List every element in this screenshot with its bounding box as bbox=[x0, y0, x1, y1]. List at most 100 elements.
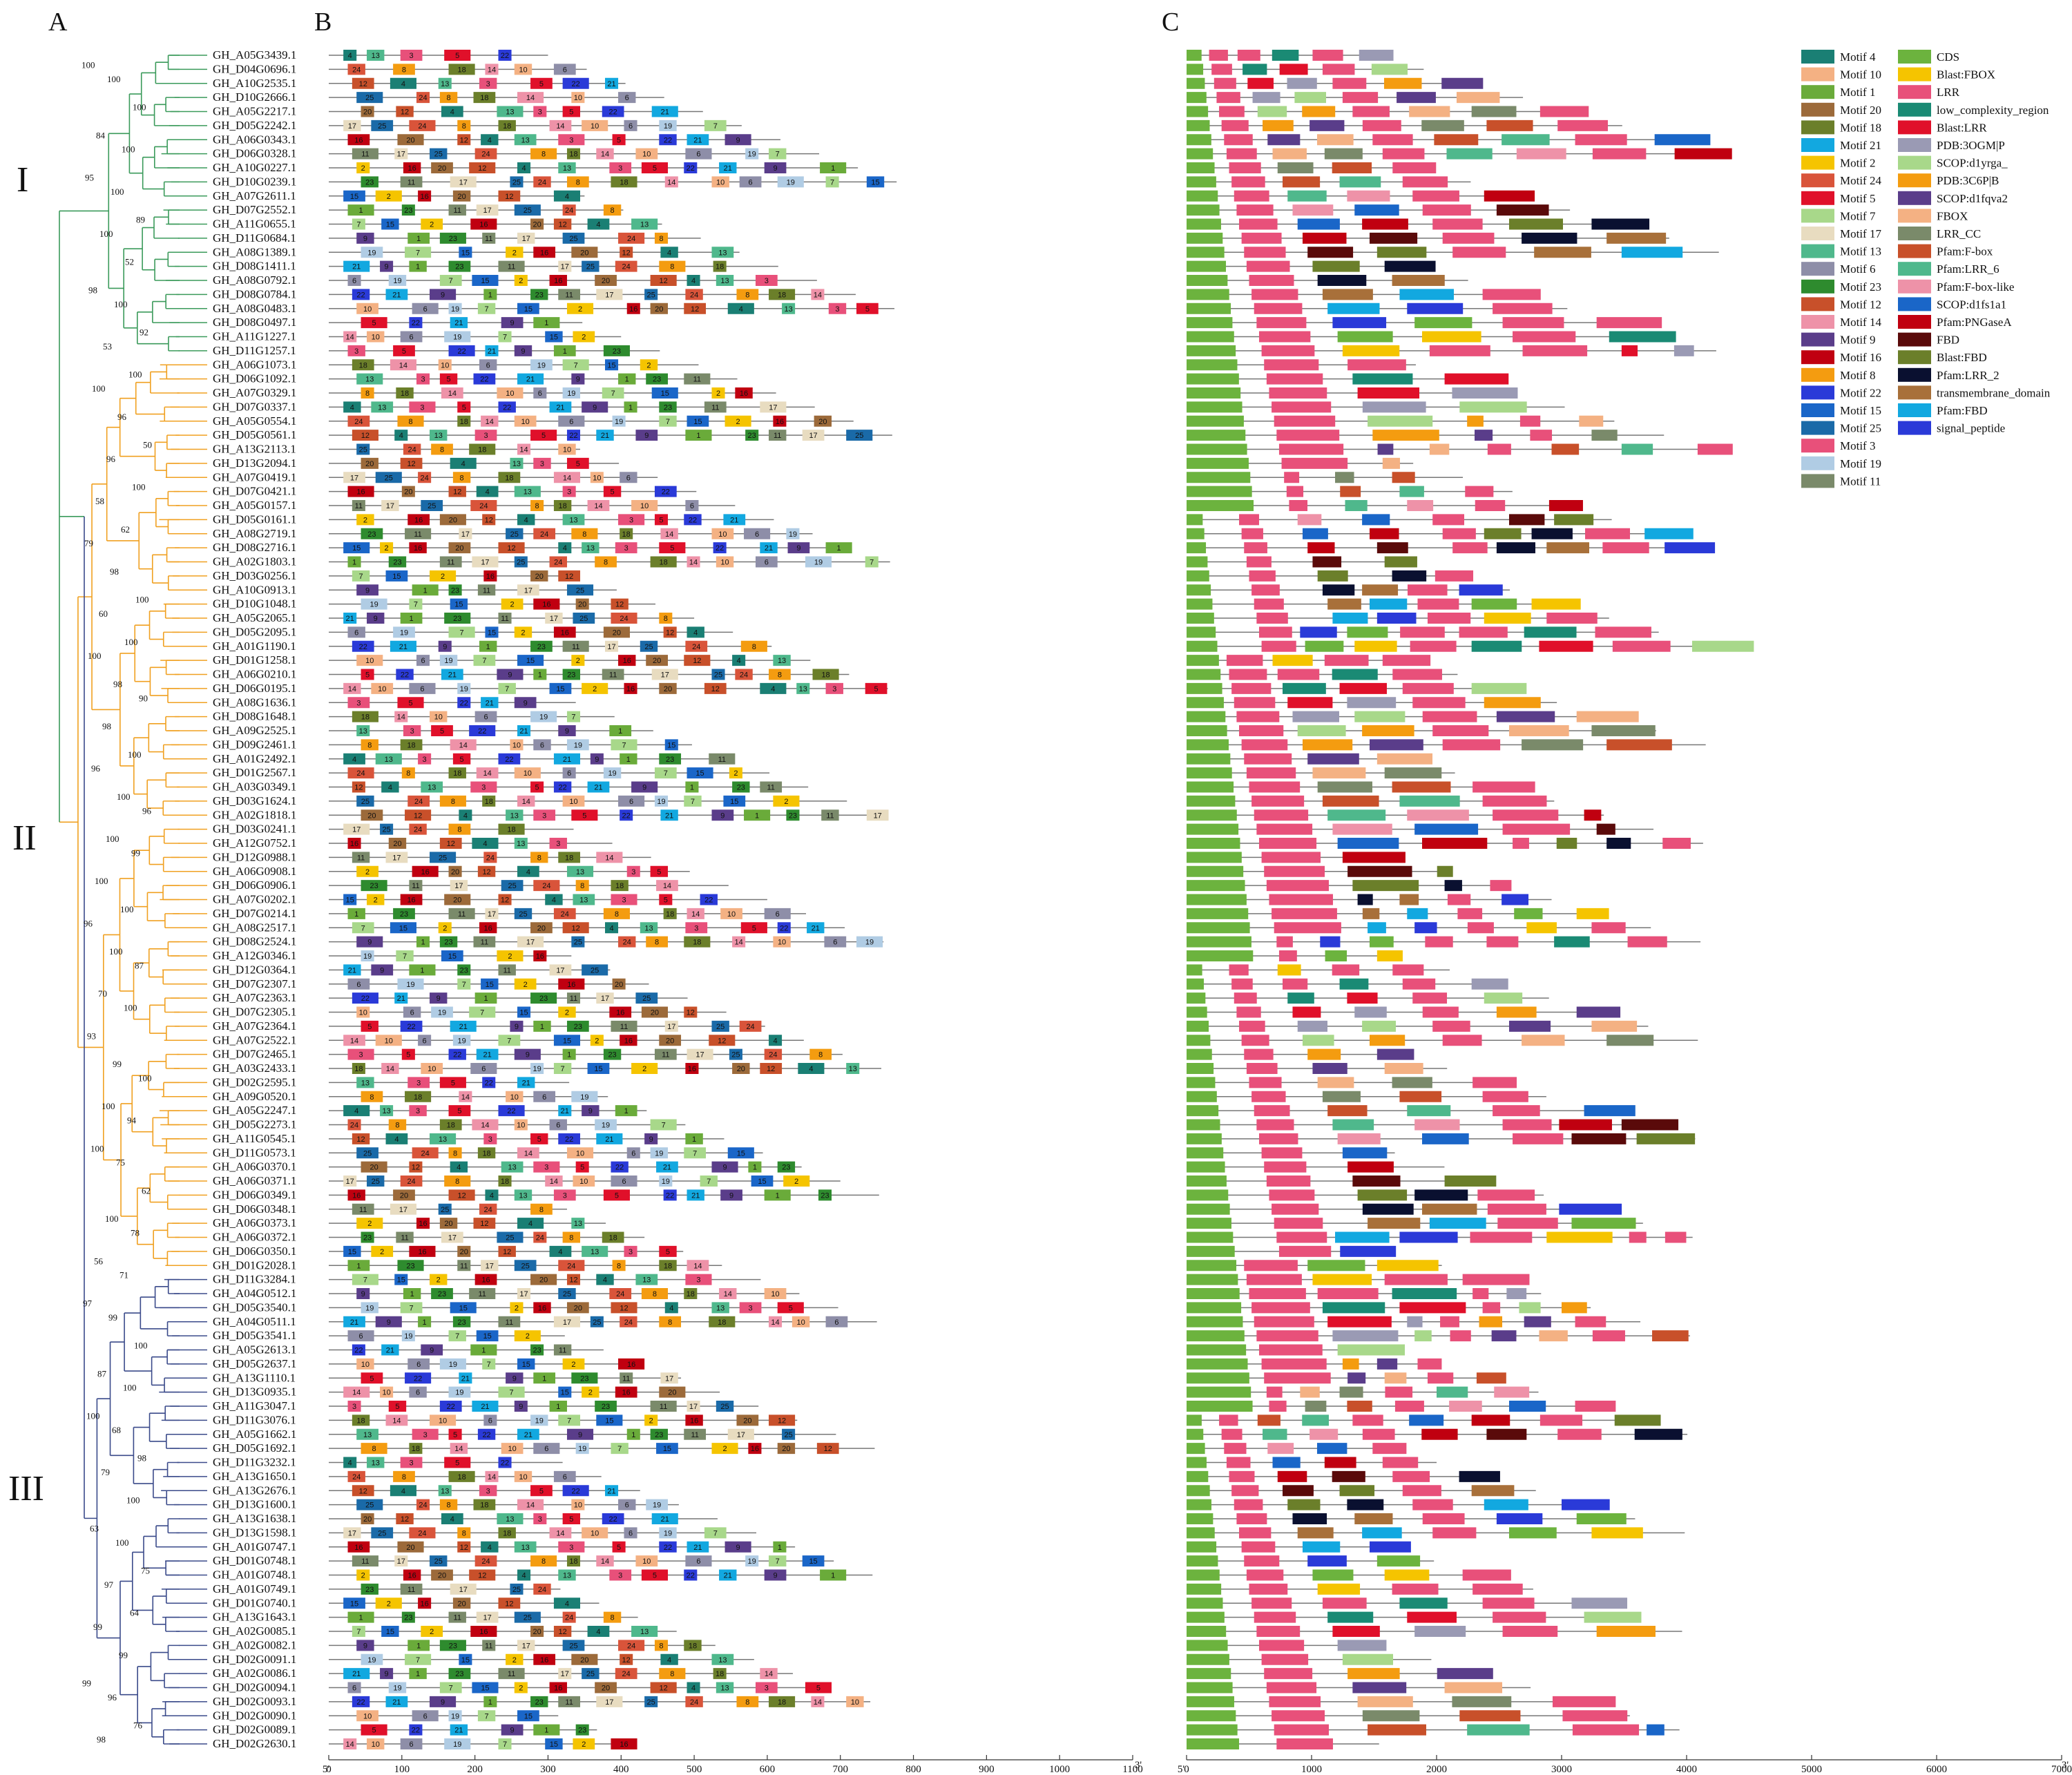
structure-segment bbox=[1402, 176, 1448, 188]
motif-number: 3 bbox=[629, 1248, 633, 1256]
motif-number: 16 bbox=[407, 896, 415, 905]
gene-label: GH_D03G1624.1 bbox=[213, 794, 296, 807]
motif-number: 9 bbox=[524, 699, 528, 707]
structure-segment bbox=[1239, 1020, 1265, 1032]
motif-number: 3 bbox=[410, 1459, 414, 1468]
legend-label: FBOX bbox=[1937, 209, 1968, 222]
structure-segment bbox=[1187, 528, 1205, 539]
motif-number: 21 bbox=[724, 1572, 732, 1580]
structure-segment bbox=[1522, 232, 1577, 244]
motif-number: 9 bbox=[642, 784, 646, 792]
motif-number: 22 bbox=[447, 1403, 455, 1411]
structure-segment bbox=[1562, 1302, 1587, 1314]
motif-number: 22 bbox=[414, 1374, 422, 1383]
motif-number: 23 bbox=[535, 1698, 544, 1707]
motif-number: 4 bbox=[667, 249, 671, 257]
structure-segment bbox=[1339, 1386, 1363, 1398]
motif-number: 20 bbox=[580, 249, 588, 257]
structure-segment bbox=[1612, 640, 1671, 652]
structure-segment bbox=[1496, 542, 1535, 554]
structure-segment bbox=[1272, 908, 1337, 919]
structure-segment bbox=[1399, 486, 1424, 497]
bootstrap-value: 100 bbox=[107, 74, 121, 84]
motif-number: 25 bbox=[563, 1290, 571, 1298]
bootstrap-value: 100 bbox=[114, 299, 128, 309]
motif-box bbox=[517, 92, 544, 104]
motif-number: 2 bbox=[387, 1600, 391, 1608]
legend-label: Blast:FBD bbox=[1937, 351, 1987, 364]
motif-number: 15 bbox=[461, 1656, 470, 1664]
gene-label: GH_A06G0343.1 bbox=[213, 133, 296, 146]
motif-box bbox=[660, 247, 678, 258]
structure-segment bbox=[1422, 1006, 1459, 1018]
structure-segment bbox=[1310, 1428, 1339, 1440]
motif-number: 10 bbox=[640, 502, 649, 510]
motif-number: 12 bbox=[478, 1572, 486, 1580]
motif-number: 18 bbox=[359, 361, 367, 370]
gene-label: GH_D01G2028.1 bbox=[213, 1258, 296, 1272]
structure-segment bbox=[1575, 1401, 1616, 1412]
structure-segment bbox=[1337, 1344, 1406, 1356]
structure-segment bbox=[1467, 415, 1484, 427]
motif-number: 13 bbox=[361, 1079, 370, 1087]
motif-box bbox=[517, 303, 539, 314]
motif-box bbox=[380, 542, 394, 554]
motif-box bbox=[444, 331, 471, 343]
motif-box bbox=[716, 275, 734, 286]
motif-number: 23 bbox=[821, 1191, 829, 1200]
motif-box bbox=[514, 626, 533, 638]
structure-segment bbox=[1316, 1443, 1347, 1455]
motif-number: 22 bbox=[572, 80, 580, 88]
motif-number: 6 bbox=[755, 530, 759, 539]
motif-box bbox=[604, 640, 619, 652]
structure-segment bbox=[1187, 500, 1254, 511]
motif-number: 10 bbox=[524, 769, 532, 778]
structure-segment bbox=[1524, 1316, 1551, 1327]
motif-number: 21 bbox=[448, 671, 457, 680]
legend-label: PDB:3C6P|B bbox=[1937, 174, 1999, 187]
motif-number: 1 bbox=[626, 756, 631, 764]
bootstrap-value: 79 bbox=[101, 1467, 110, 1477]
legend-label: LRR bbox=[1937, 86, 1960, 99]
motif-box bbox=[361, 317, 387, 329]
motif-box bbox=[394, 148, 408, 160]
motif-number: 23 bbox=[533, 1347, 541, 1355]
motif-number: 6 bbox=[488, 1417, 492, 1425]
motif-box bbox=[631, 218, 658, 230]
structure-segment bbox=[1221, 119, 1249, 131]
structure-segment bbox=[1312, 260, 1360, 272]
motif-number: 11 bbox=[565, 291, 573, 299]
motif-box bbox=[514, 415, 537, 427]
motif-number: 18 bbox=[778, 1698, 786, 1707]
structure-segment bbox=[1322, 795, 1379, 807]
motif-box bbox=[473, 373, 496, 385]
structure-segment bbox=[1496, 711, 1555, 722]
structure-segment bbox=[1277, 964, 1301, 976]
gene-label: GH_D07G0214.1 bbox=[213, 907, 296, 920]
motif-number: 2 bbox=[361, 1572, 365, 1580]
motif-box bbox=[660, 528, 678, 539]
structure-segment bbox=[1269, 1696, 1321, 1707]
bootstrap-value: 100 bbox=[81, 59, 95, 70]
motif-box bbox=[472, 556, 499, 568]
motif-box bbox=[352, 148, 378, 160]
motif-box bbox=[388, 275, 407, 286]
motif-number: 19 bbox=[787, 178, 795, 186]
structure-segment bbox=[1342, 852, 1406, 863]
motif-number: 22 bbox=[460, 699, 468, 707]
gene-label: GH_D11G1257.1 bbox=[213, 344, 296, 357]
structure-segment bbox=[1456, 92, 1500, 104]
motif-number: 19 bbox=[449, 1361, 457, 1369]
structure-segment bbox=[1340, 486, 1361, 497]
motif-number: 22 bbox=[558, 784, 566, 792]
structure-segment bbox=[1236, 204, 1274, 216]
motif-number: 12 bbox=[503, 1248, 511, 1256]
structure-segment bbox=[1471, 1414, 1510, 1426]
structure-segment bbox=[1384, 260, 1436, 272]
motif-number: 15 bbox=[667, 741, 675, 749]
motif-number: 4 bbox=[348, 1459, 352, 1468]
motif-number: 15 bbox=[605, 1417, 613, 1425]
motif-number: 15 bbox=[386, 221, 394, 229]
motif-number: 8 bbox=[462, 1529, 466, 1537]
motif-number: 9 bbox=[720, 812, 725, 820]
